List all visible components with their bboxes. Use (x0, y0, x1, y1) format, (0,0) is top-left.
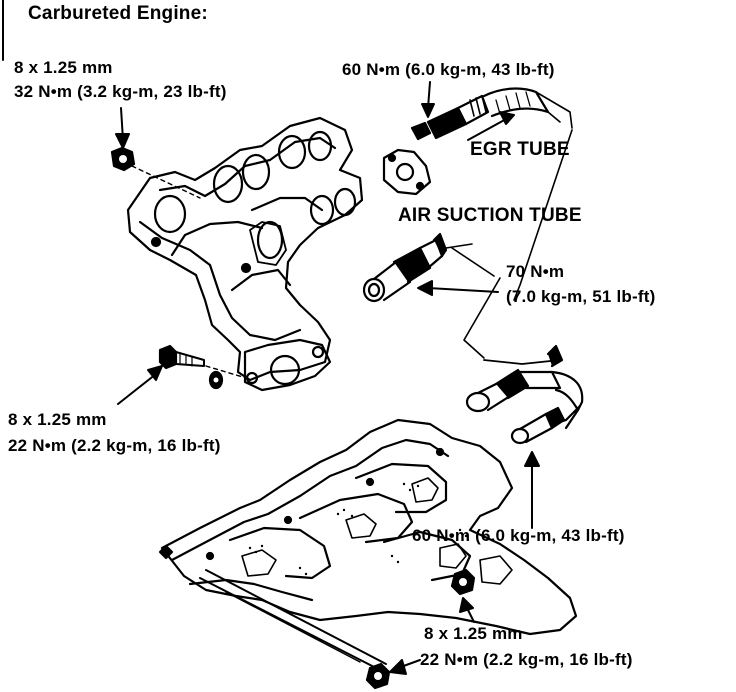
air-suction-tube-label: AIR SUCTION TUBE (398, 205, 582, 226)
egr-tube-part (410, 87, 550, 141)
manifold-bolt-torque-label: 22 N•m (2.2 kg-m, 16 lb-ft) (8, 436, 221, 455)
air-suction-torque-alt-label: (7.0 kg-m, 51 lb-ft) (506, 287, 656, 306)
exhaust-stud-nut (110, 146, 201, 199)
air-suction-fitting-upper (362, 232, 473, 303)
intake-nut-lower (365, 662, 391, 690)
manifold-bolt (158, 344, 247, 390)
intake-nut-torque-label: 22 N•m (2.2 kg-m, 16 lb-ft) (420, 650, 633, 669)
air-suction-torque-label: 70 N•m (506, 262, 565, 281)
lower-fitting-torque-label: 60 N•m (6.0 kg-m, 43 lb-ft) (412, 526, 625, 545)
diagram-title: Carbureted Engine: (28, 3, 208, 24)
manifold-bolt-size-label: 8 x 1.25 mm (8, 410, 107, 429)
egr-fitting-torque-label: 60 N•m (6.0 kg-m, 43 lb-ft) (342, 60, 555, 79)
intake-manifold (158, 418, 578, 671)
exhaust-nut-size-label: 8 x 1.25 mm (14, 58, 113, 77)
egr-tube-label: EGR TUBE (470, 139, 570, 160)
intake-nut-size-label: 8 x 1.25 mm (424, 624, 523, 643)
tube-guide-lines (451, 91, 573, 359)
intake-nut-upper (450, 568, 476, 596)
exhaust-nut-torque-label: 32 N•m (3.2 kg-m, 23 lb-ft) (14, 82, 227, 101)
exhaust-manifold (126, 116, 364, 392)
air-suction-tube-part (465, 344, 584, 445)
egr-gasket (382, 148, 432, 196)
leader-arrows (115, 81, 540, 675)
